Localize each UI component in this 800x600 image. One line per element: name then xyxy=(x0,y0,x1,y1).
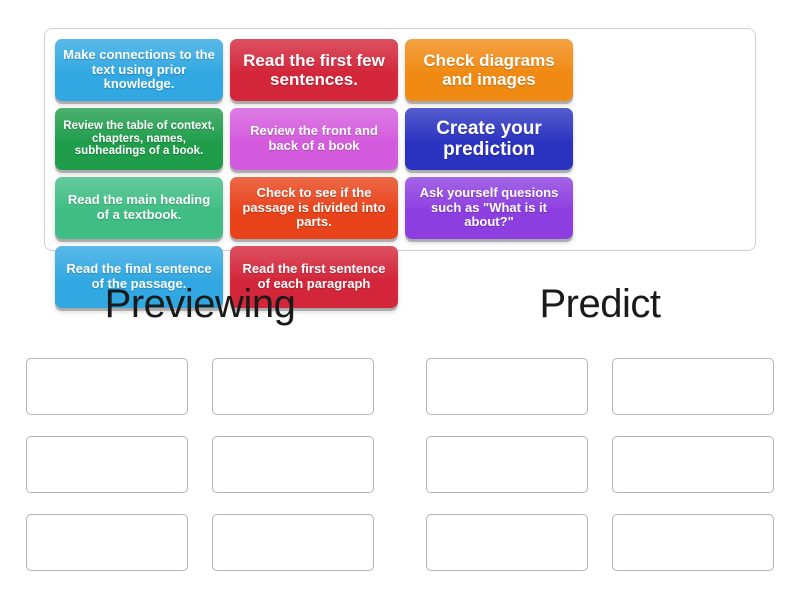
tile-label: Read the final sentence of the passage. xyxy=(66,261,212,291)
tile-label: Review the table of context, chapters, n… xyxy=(63,119,215,158)
category-predict-title: Predict xyxy=(539,282,662,326)
draggable-tile[interactable]: Make connections to the text using prior… xyxy=(55,39,223,101)
tile-label: Make connections to the text using prior… xyxy=(63,47,215,92)
category-previewing-dropzones xyxy=(0,358,400,571)
dropzone-slot[interactable] xyxy=(26,514,188,571)
category-previewing-title: Previewing xyxy=(104,282,296,326)
category-column: Predict xyxy=(400,282,800,326)
category-heading-row: Previewing Predict xyxy=(0,282,800,326)
dropzone-slot[interactable] xyxy=(612,514,774,571)
dropzone-slot[interactable] xyxy=(26,358,188,415)
tile-label: Create your prediction xyxy=(436,117,542,160)
category-column: Previewing xyxy=(0,282,400,326)
draggable-tile[interactable]: Read the main heading of a textbook. xyxy=(55,177,223,239)
tile-label: Read the main heading of a textbook. xyxy=(67,192,211,222)
draggable-tile[interactable]: Create your prediction xyxy=(405,108,573,170)
category-predict-dropzones xyxy=(400,358,800,571)
draggable-tile[interactable]: Review the table of context, chapters, n… xyxy=(55,108,223,170)
draggable-tile[interactable]: Read the final sentence of the passage. xyxy=(55,246,223,308)
tile-label: Review the front and back of a book xyxy=(250,123,378,153)
draggable-tile[interactable]: Check to see if the passage is divided i… xyxy=(230,177,398,239)
dropzone-slot[interactable] xyxy=(212,358,374,415)
draggable-tile[interactable]: Read the first sentence of each paragrap… xyxy=(230,246,398,308)
tile-tray: Make connections to the text using prior… xyxy=(44,28,756,308)
tile-label: Ask yourself quesions such as "What is i… xyxy=(419,185,559,230)
tile-label: Read the first sentence of each paragrap… xyxy=(242,261,386,291)
tile-label: Check to see if the passage is divided i… xyxy=(242,185,386,230)
dropzone-slot[interactable] xyxy=(612,436,774,493)
dropzone-slot[interactable] xyxy=(212,436,374,493)
draggable-tile[interactable]: Ask yourself quesions such as "What is i… xyxy=(405,177,573,239)
dropzone-slot[interactable] xyxy=(426,358,588,415)
dropzone-slot[interactable] xyxy=(426,514,588,571)
dropzone-row xyxy=(0,358,800,571)
dropzone-slot[interactable] xyxy=(26,436,188,493)
dropzone-slot[interactable] xyxy=(612,358,774,415)
draggable-tile[interactable]: Check diagrams and images xyxy=(405,39,573,101)
draggable-tile[interactable]: Read the first few sentences. xyxy=(230,39,398,101)
tile-label: Read the first few sentences. xyxy=(243,50,385,89)
tile-tray-grid: Make connections to the text using prior… xyxy=(55,39,745,308)
draggable-tile[interactable]: Review the front and back of a book xyxy=(230,108,398,170)
tile-label: Check diagrams and images xyxy=(423,50,555,89)
dropzone-slot[interactable] xyxy=(426,436,588,493)
dropzone-slot[interactable] xyxy=(212,514,374,571)
